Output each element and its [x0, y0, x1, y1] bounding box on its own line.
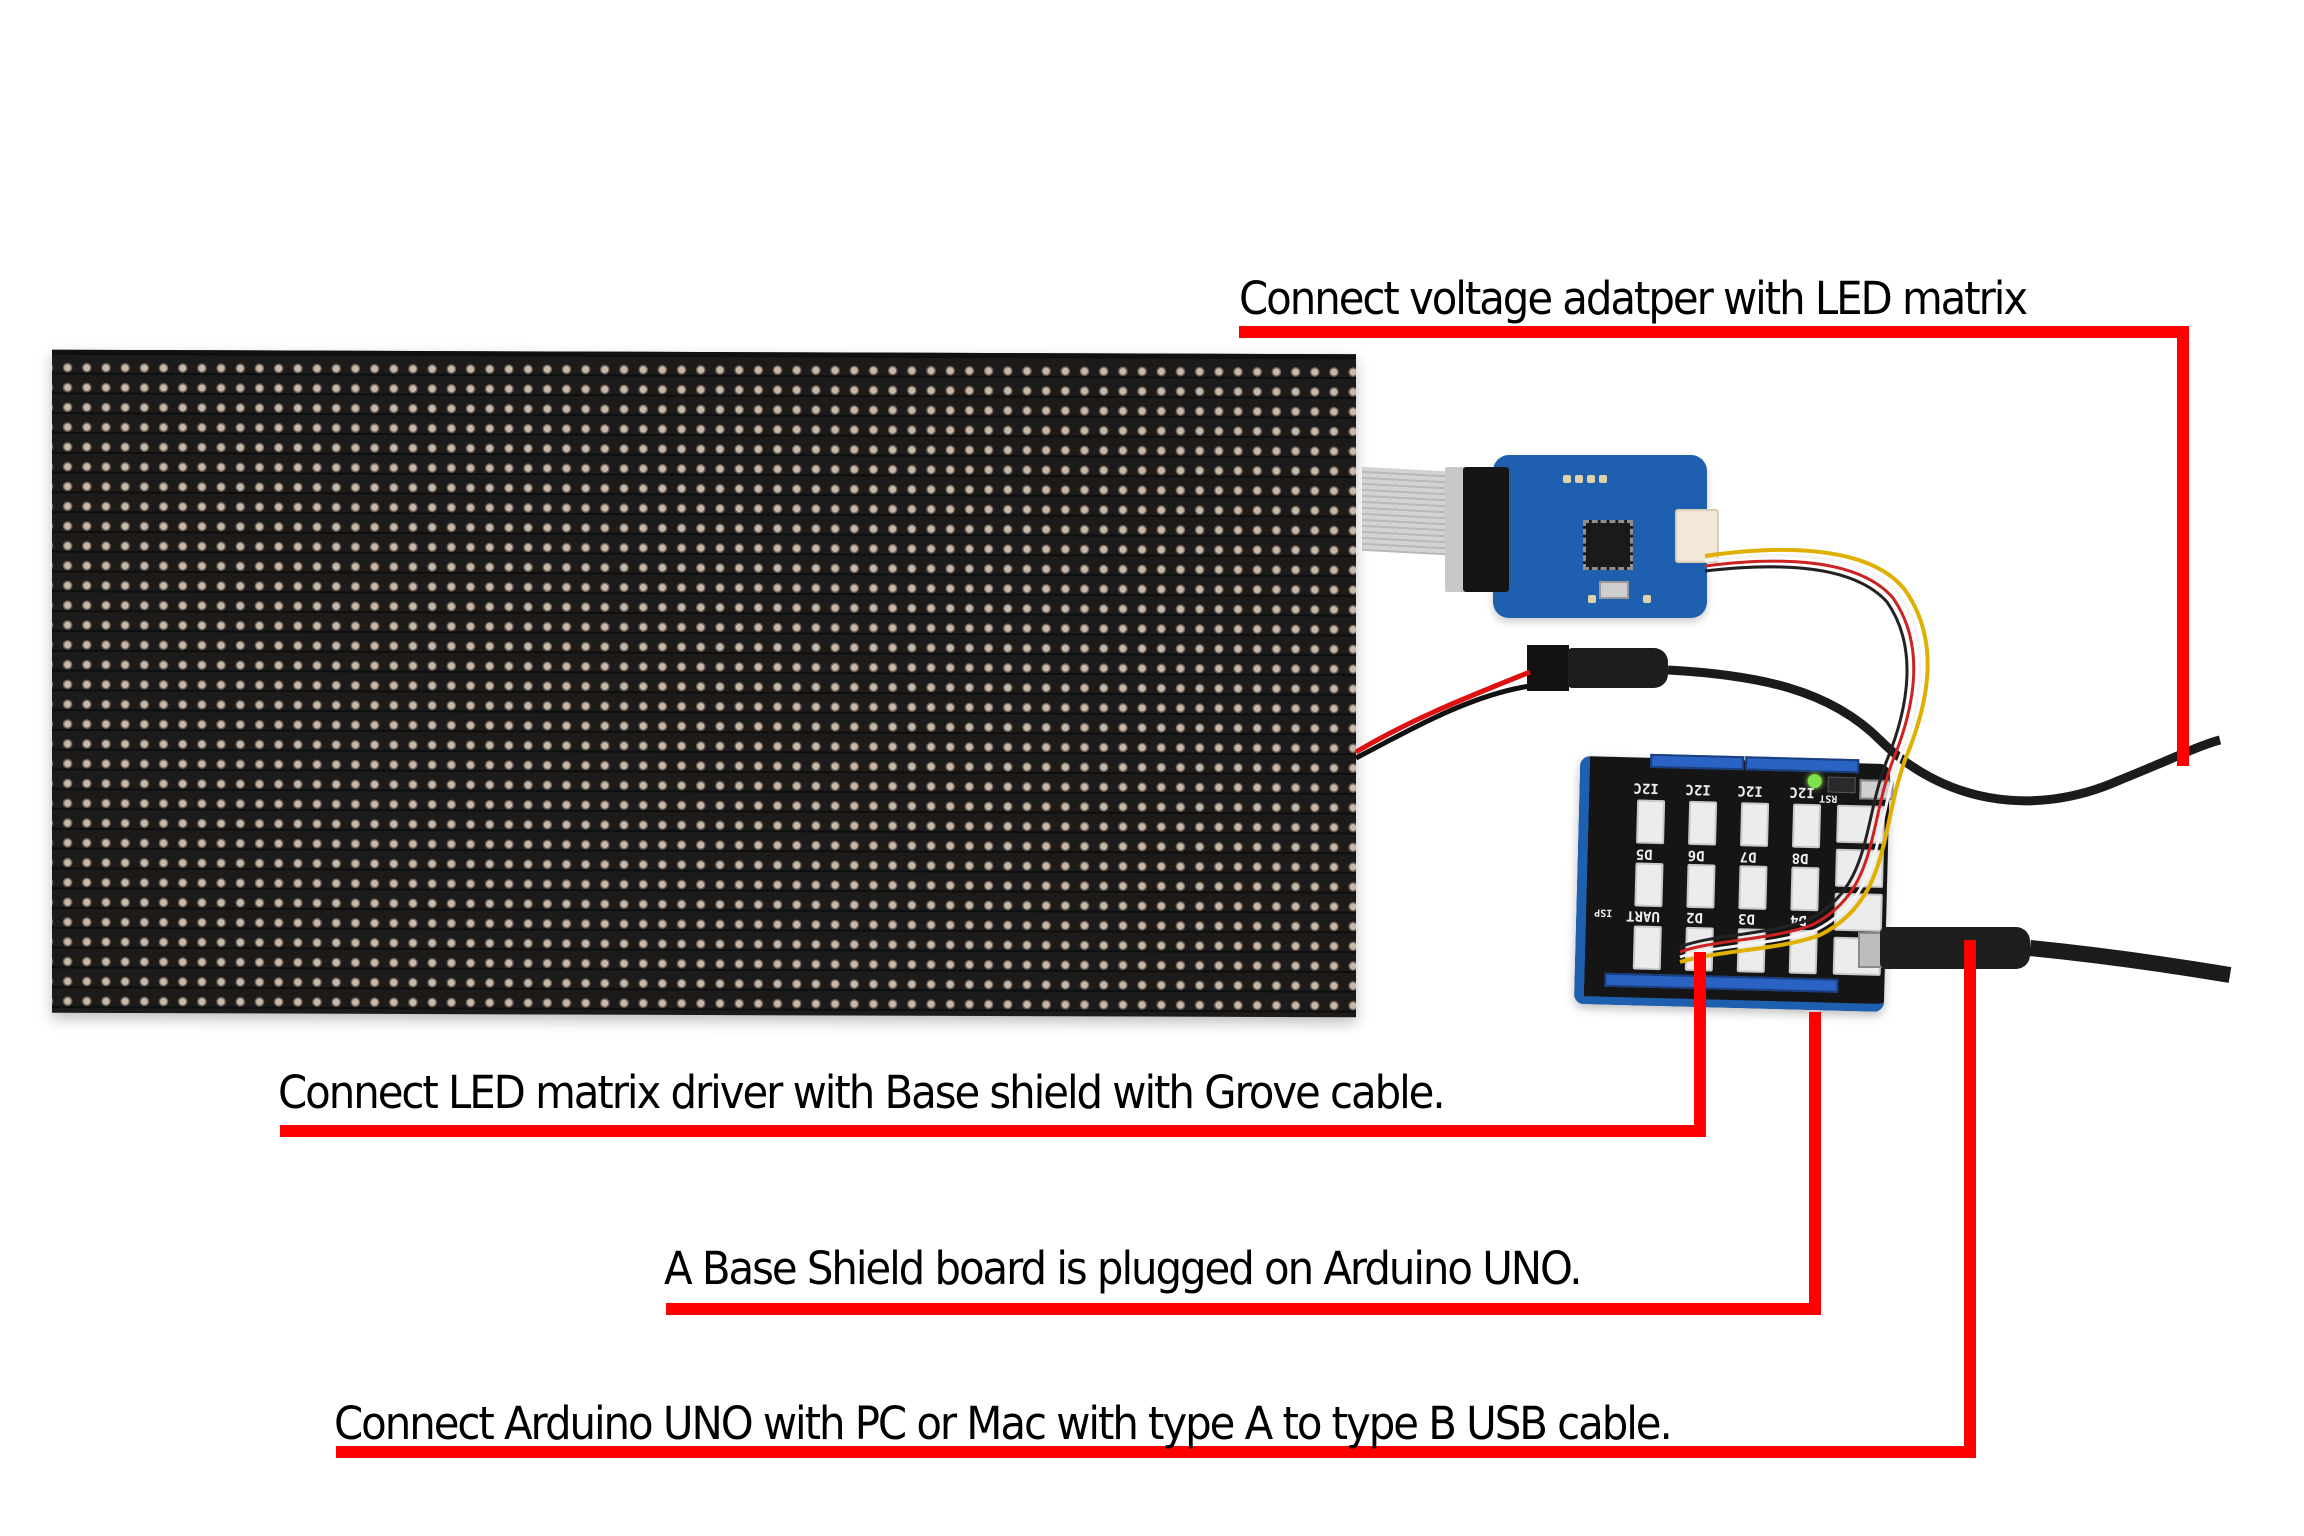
power-wire-black	[1354, 683, 1531, 761]
port-label: I2C	[1685, 780, 1711, 798]
grove-port-d5	[1634, 862, 1664, 908]
idc-connector	[1463, 467, 1509, 592]
rst-label: RST	[1819, 792, 1838, 804]
grove-port-d6	[1686, 863, 1716, 909]
grove-port-d3	[1736, 928, 1766, 973]
usb-plug	[1880, 927, 2030, 969]
callout-usb-cable: Connect Arduino UNO with PC or Mac with …	[334, 1397, 1673, 1450]
grove-port-i2c	[1791, 803, 1822, 849]
grove-port-d4	[1788, 929, 1818, 975]
grove-port-d2	[1684, 926, 1714, 972]
port-label: A0	[1863, 813, 1881, 830]
callout-leader-line	[336, 940, 1976, 1458]
isp-label: ISP	[1594, 906, 1613, 918]
callout-voltage-adapter: Connect voltage adatper with LED matrix	[1239, 272, 2028, 325]
grove-port-i2c	[1636, 799, 1666, 845]
port-label: D6	[1687, 846, 1705, 864]
port-label: D3	[1737, 910, 1756, 927]
port-label: I2C	[1789, 783, 1815, 801]
usb-cable	[2029, 940, 2232, 983]
solder-pad	[1563, 475, 1571, 483]
grove-port-i2c	[1739, 802, 1770, 847]
solder-pad	[1588, 595, 1596, 603]
base-shield-board: I2C I2C I2C I2C D5 D6 D7 D8 UART D2 D3 D…	[1573, 753, 1894, 1013]
port-label: D5	[1635, 845, 1653, 862]
power-connector-female	[1527, 645, 1569, 691]
port-label: UART	[1625, 907, 1661, 925]
reset-switch	[1827, 776, 1856, 794]
port-label: D4	[1789, 911, 1808, 928]
callout-grove-cable: Connect LED matrix driver with Base shie…	[278, 1066, 1446, 1119]
idc-connector-latch	[1445, 467, 1465, 592]
port-label: I2C	[1737, 782, 1763, 799]
voltage-switch	[1859, 779, 1894, 801]
solder-pad	[1643, 595, 1651, 603]
port-label: A2	[1861, 901, 1879, 918]
solder-pad	[1587, 475, 1595, 483]
grove-port-d8	[1790, 866, 1820, 912]
port-label: A1	[1862, 857, 1880, 874]
grove-port-d7	[1738, 865, 1768, 910]
grove-connector	[1675, 509, 1719, 563]
solder-pad	[1575, 475, 1583, 483]
pin-header	[1744, 756, 1860, 774]
port-label: I2C	[1633, 779, 1659, 797]
grove-port-i2c	[1688, 800, 1718, 846]
led-matrix-driver-board	[1445, 455, 1719, 618]
port-label: D2	[1685, 908, 1704, 926]
port-label: D7	[1739, 848, 1757, 865]
reset-button	[1599, 581, 1629, 599]
callout-base-shield: A Base Shield board is plugged on Arduin…	[664, 1242, 1583, 1295]
microcontroller-chip	[1583, 520, 1633, 570]
port-label: D8	[1791, 849, 1809, 866]
solder-pad	[1599, 475, 1607, 483]
led-matrix-panel	[52, 349, 1356, 1018]
pin-header	[1604, 972, 1839, 993]
pin-header	[1650, 753, 1745, 771]
grove-port-uart	[1632, 925, 1662, 971]
power-wire-red	[1354, 669, 1531, 755]
power-barrel-plug	[1568, 648, 1668, 688]
